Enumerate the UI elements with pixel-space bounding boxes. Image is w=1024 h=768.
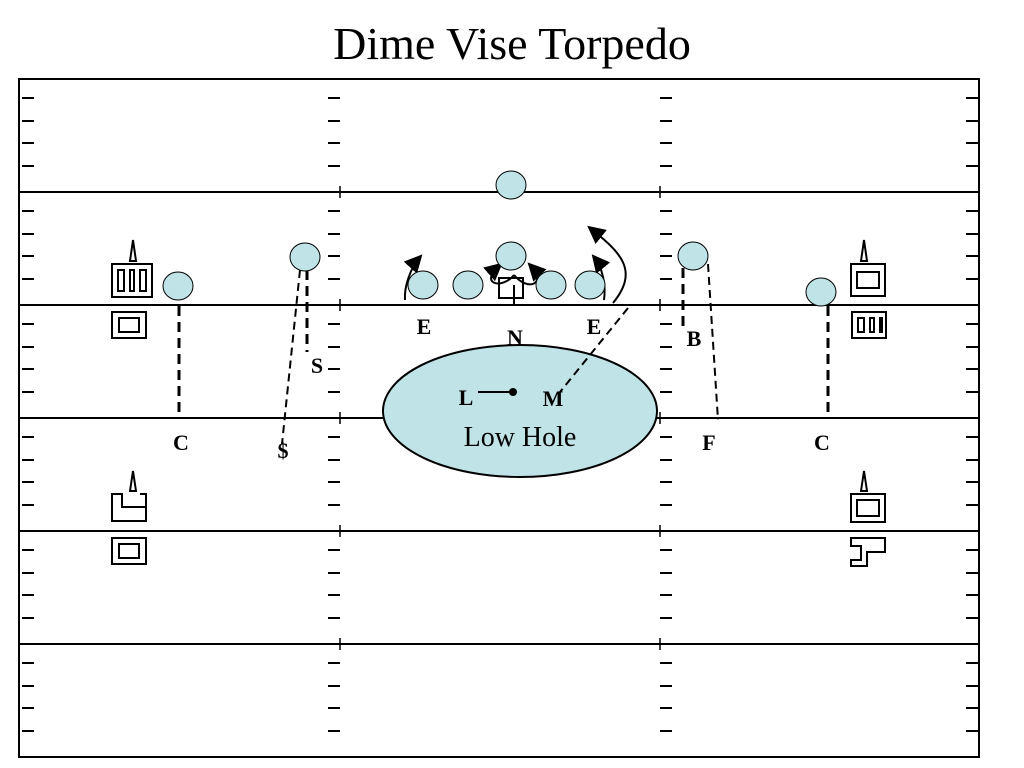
label-free-safety: F [702,430,715,455]
nose-rush-route [513,262,547,286]
assignment-lines [177,225,830,445]
label-end-right: E [587,314,602,339]
label-lb-left: L [459,385,474,410]
receiver-icon [850,263,886,297]
label-corner-right: C [814,430,830,455]
player-lineman [574,270,606,300]
receiver-icon [859,470,869,492]
player-corner-right [805,277,837,307]
receiver-icon [128,470,138,492]
label-dollar: $ [278,438,289,463]
player-lineman [407,270,439,300]
mike-drop-line [559,307,629,393]
label-lb-mike: M [543,386,564,411]
player-lineman [535,270,567,300]
player-deep [495,170,527,200]
player-safety-left [289,242,321,272]
label-end-left: E [417,314,432,339]
zone-label: Low Hole [464,422,577,453]
low-hole-zone [382,344,658,478]
blitz-route [587,225,627,304]
receiver-icon [111,493,147,522]
receiver-icon [111,311,147,339]
player-lineman [452,270,484,300]
offense-formation-icons [111,239,887,567]
player-corner-left [162,271,194,301]
label-buck: B [687,326,702,351]
page-title: Dime Vise Torpedo [333,18,691,69]
receiver-icon [859,239,869,262]
receiver-icon [850,493,886,523]
dollar-drop-line [281,269,301,445]
defensive-players [162,170,837,307]
receiver-icon [850,537,886,567]
receiver-icon [128,239,138,262]
player-nose [495,241,527,271]
label-strong-safety: S [311,353,323,378]
end-left-rush-route [403,254,423,301]
receiver-icon [851,311,887,339]
nose-rush-route [483,262,515,285]
label-corner-left: C [173,430,189,455]
player-buck [677,241,709,271]
hash-marks [22,97,978,732]
receiver-icon [111,537,147,565]
label-nose: N [507,325,523,350]
receiver-icon [111,263,153,298]
fs-drop-line [707,263,719,421]
lb-left-dot [509,388,517,396]
